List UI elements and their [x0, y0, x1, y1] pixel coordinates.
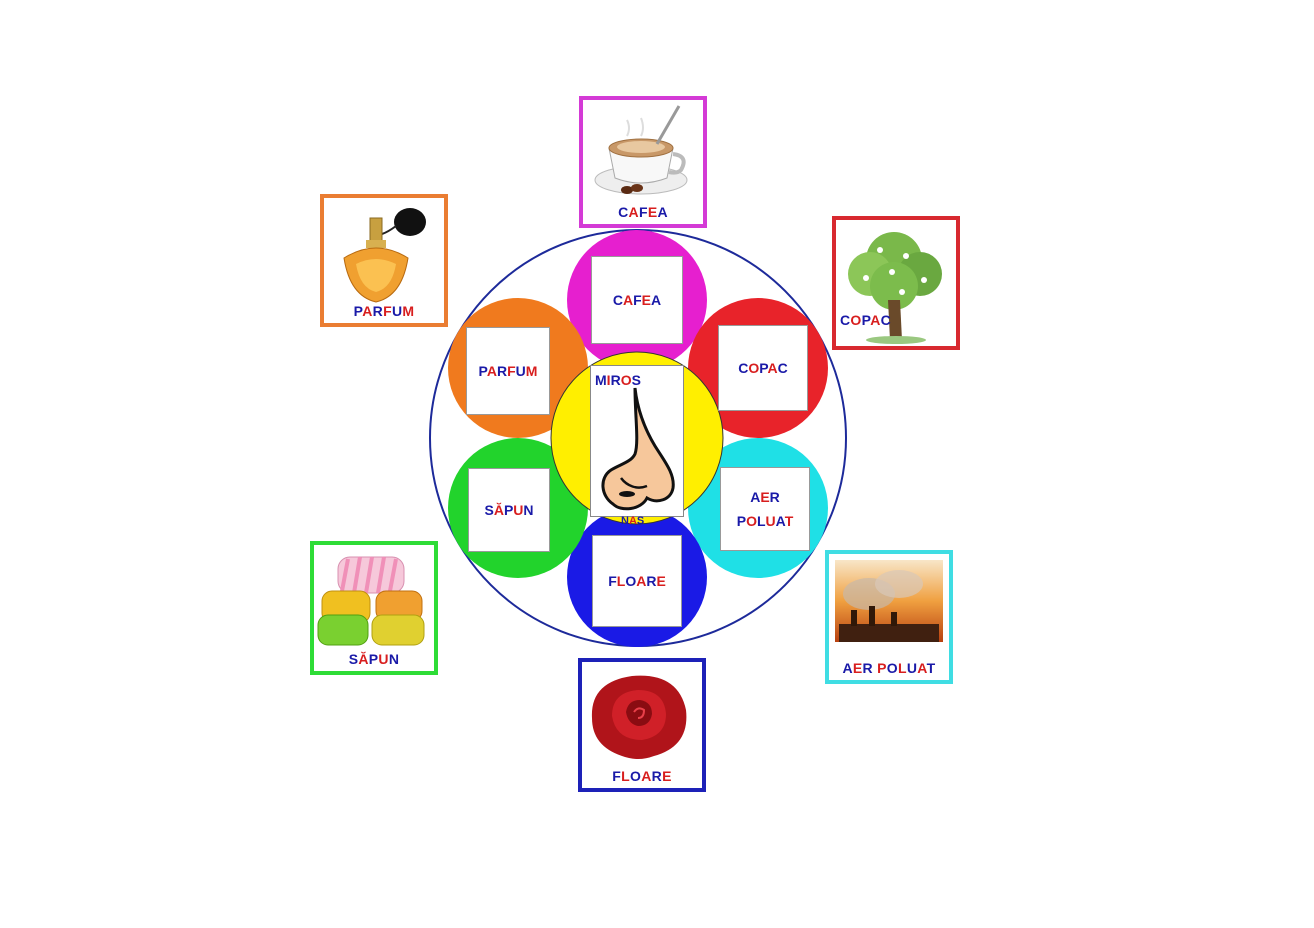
nose-icon — [601, 387, 675, 511]
card-label-floare: FLOARE — [612, 768, 672, 784]
tree-icon — [848, 232, 942, 344]
card-sapun: SĂPUN — [310, 541, 438, 675]
card-parfum: PARFUM — [320, 194, 448, 327]
petal-label-cafea: CAFEA — [591, 256, 683, 344]
soap-icon — [317, 556, 425, 646]
card-label-aer-poluat: AER POLUAT — [842, 660, 936, 676]
center-title: MIROS — [595, 372, 641, 388]
card-label-copac: COPAC — [840, 312, 892, 328]
perfume-bottle-icon — [343, 208, 426, 303]
polluted-air-icon — [835, 560, 943, 642]
coffee-cup-icon — [594, 105, 688, 195]
rose-icon — [591, 675, 687, 759]
card-aer-poluat: AER POLUAT — [825, 550, 953, 684]
petal-label-floare: FLOARE — [592, 535, 682, 627]
nose-panel: MIROS — [590, 365, 684, 517]
card-label-cafea: CAFEA — [618, 204, 668, 220]
card-label-sapun: SĂPUN — [348, 651, 400, 667]
petal-label-sapun: SĂPUN — [468, 468, 550, 552]
petal-label-parfum: PARFUM — [466, 327, 550, 415]
card-copac: COPAC — [832, 216, 960, 350]
petal-label-copac: COPAC — [718, 325, 808, 411]
card-label-parfum: PARFUM — [353, 303, 415, 319]
center-caption: NAS — [621, 515, 645, 527]
card-floare: FLOARE — [578, 658, 706, 792]
card-cafea: CAFEA — [579, 96, 707, 228]
